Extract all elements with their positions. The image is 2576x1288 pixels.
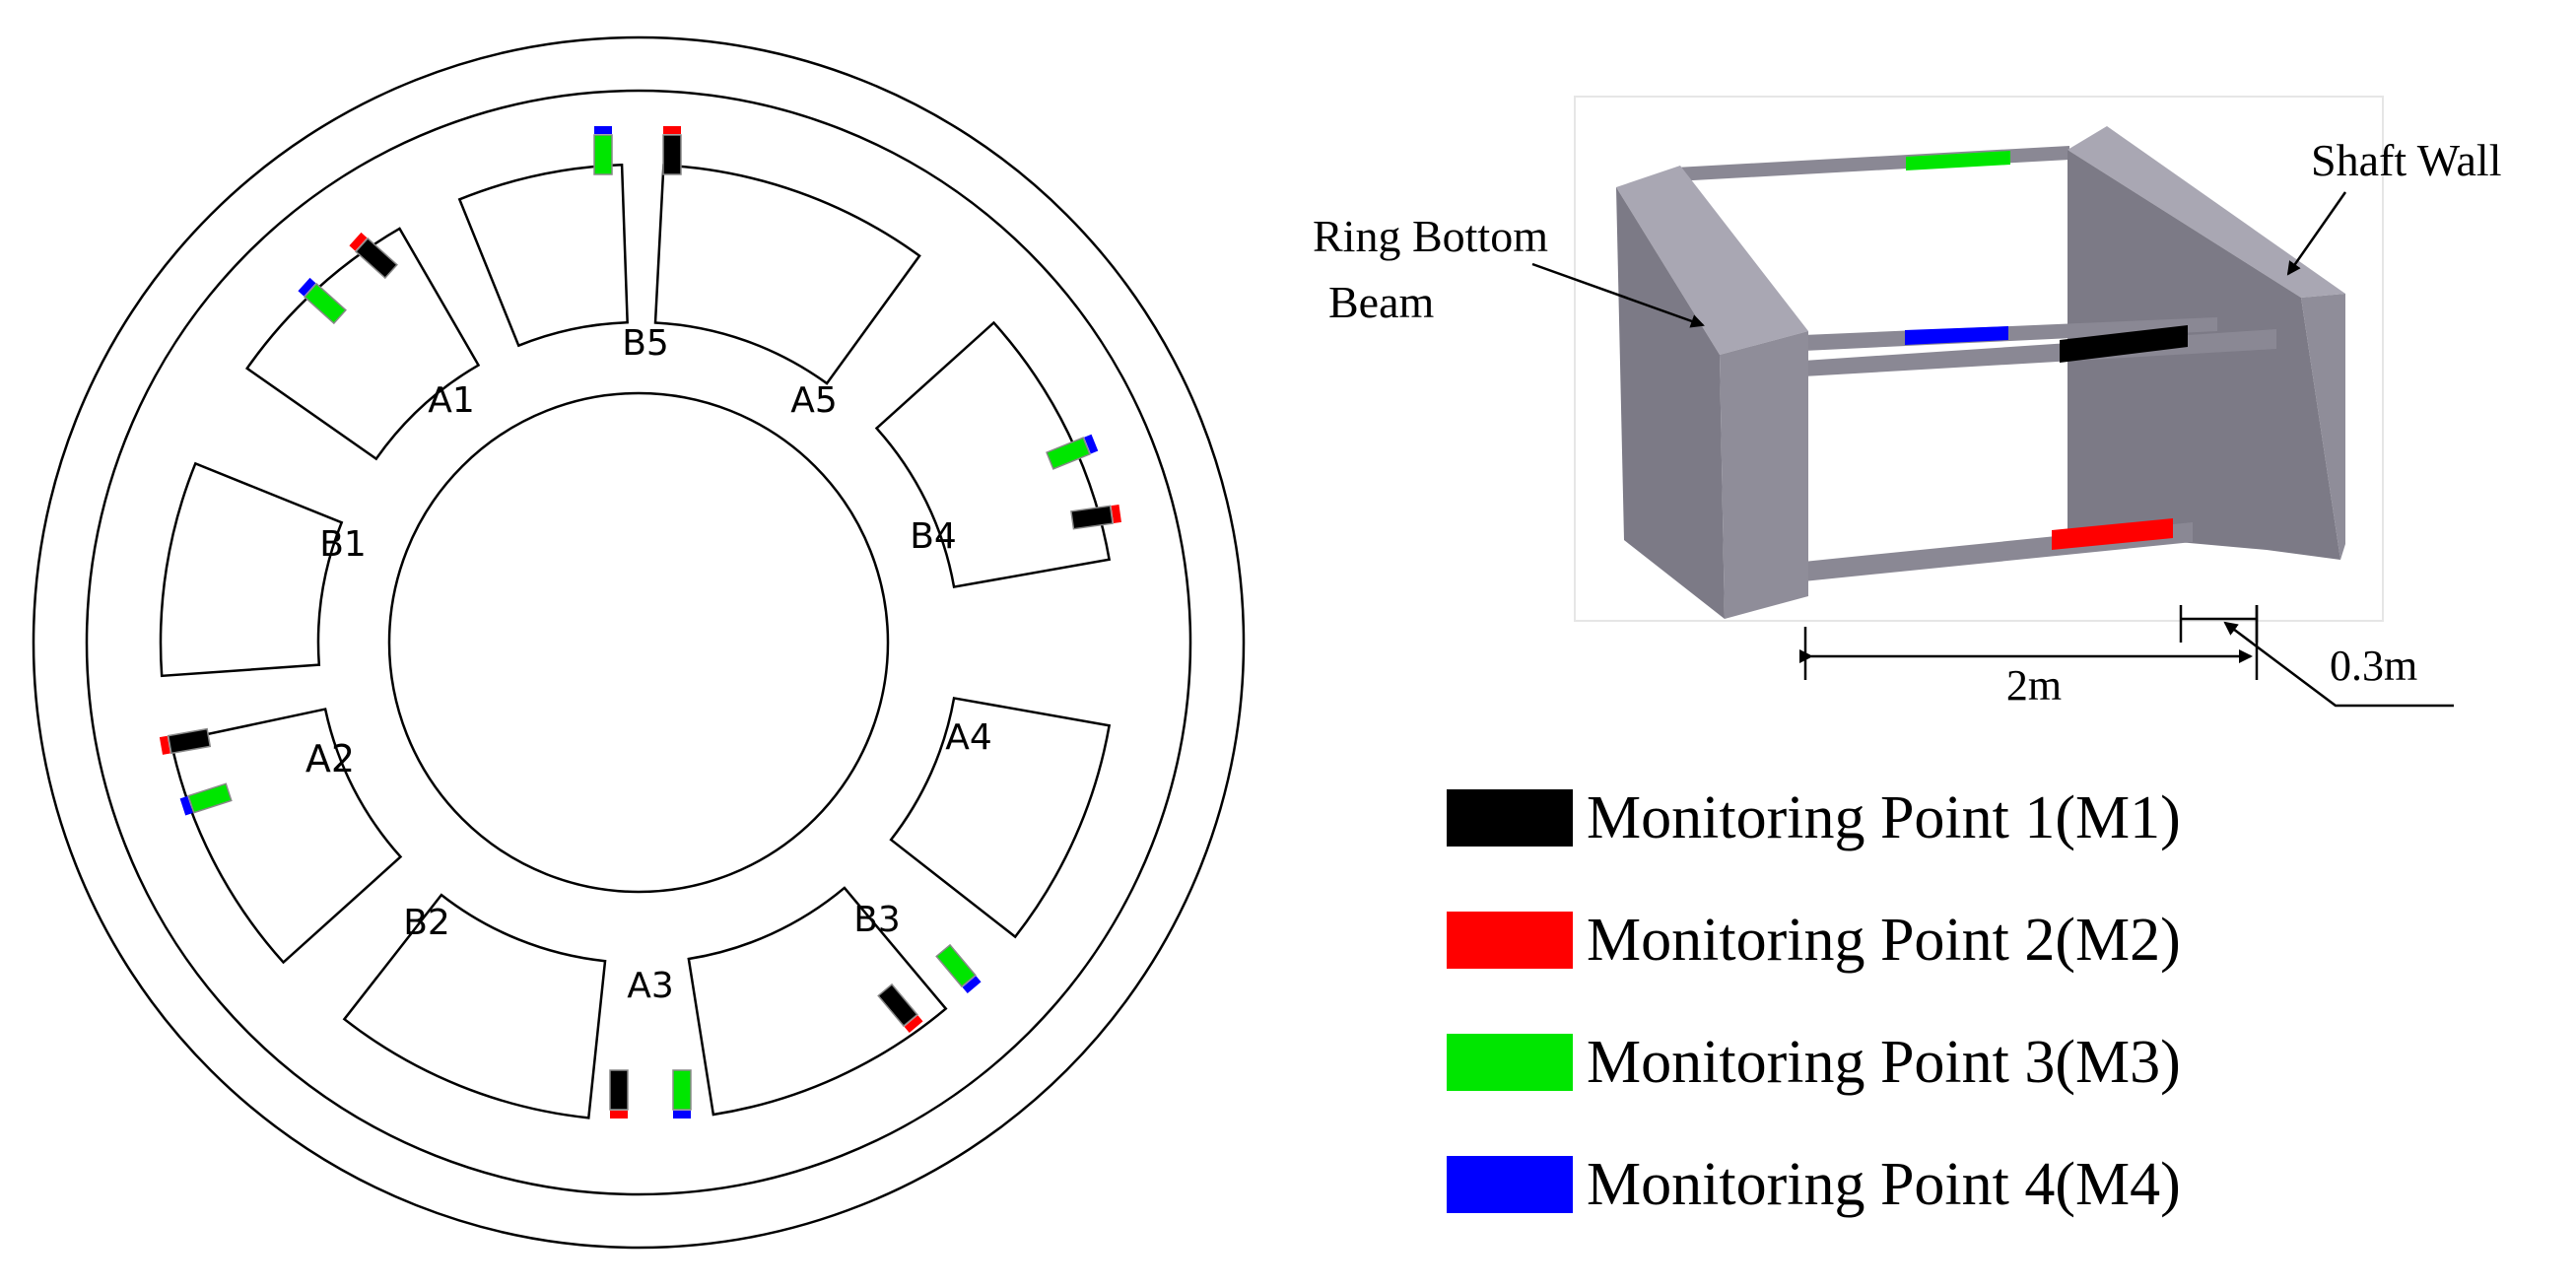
dim-2m-label: 2m [2006,661,2062,710]
monitoring-marker [159,727,212,755]
m1-segment [2060,325,2188,363]
shaft-wall-top [2068,126,2345,298]
monitoring-marker [935,943,982,994]
m4-segment [1905,326,2008,345]
legend-item-m4: Monitoring Point 4(M4) [1447,1145,2181,1224]
label-a5: A5 [790,380,838,421]
ring-bottom-beam-top [1616,166,1808,355]
label-a3: A3 [627,966,674,1006]
legend-swatch-m3 [1447,1034,1573,1091]
ring-bottom-beam-label: Ring Bottom [1313,211,1548,261]
m2-segment [2052,518,2173,550]
pit-block [342,893,607,1119]
legend-label-m4: Monitoring Point 4(M4) [1587,1150,2181,1218]
middle-ring-circle [85,89,1192,1196]
legend-label-m1: Monitoring Point 1(M1) [1587,783,2181,851]
ring-plan-view: A1 A2 A3 A4 A5 B1 B2 B3 B4 B5 [32,35,1246,1250]
ring-bottom-beam-front [1720,331,1808,619]
label-b1: B1 [319,524,367,565]
ring-bottom-beam-leader [1531,262,1705,328]
pit-block [687,886,948,1117]
outer-ring-circle [32,35,1246,1250]
pit-block [159,461,344,678]
pit-block [653,164,921,385]
label-a4: A4 [945,717,992,758]
label-a1: A1 [428,380,475,421]
render-frame [1574,96,2384,622]
label-b3: B3 [853,900,901,940]
label-b2: B2 [403,903,450,943]
label-b4: B4 [910,516,957,557]
monitoring-marker [1046,434,1099,470]
pit-block [244,227,481,461]
shaft-wall-side [2301,294,2345,560]
inner-circle [387,391,890,894]
monitoring-marker [298,277,347,325]
ring-bottom-beam-side [1616,187,1725,619]
dim-03m-label: 0.3m [2330,642,2417,690]
pit-block [889,696,1112,939]
pit-blocks [159,164,1112,1119]
dim-03m-leader [2223,621,2454,708]
shaft-wall-label: Shaft Wall [2311,135,2501,185]
label-b5: B5 [622,323,669,364]
monitoring-marker [662,126,682,175]
legend-item-m2: Monitoring Point 2(M2) [1447,901,2181,980]
monitoring-marker [672,1069,692,1119]
monitoring-marker [593,126,613,175]
monitoring-marker [609,1069,629,1119]
monitoring-marker [179,782,233,816]
pit-block [874,320,1112,589]
legend-swatch-m2 [1447,912,1573,969]
monitoring-marker [349,232,398,280]
label-a2: A2 [305,737,355,780]
monitoring-marker [877,983,923,1034]
shaft-wall-leader [2286,191,2347,276]
legend-item-m3: Monitoring Point 3(M3) [1447,1023,2181,1102]
legend-label-m3: Monitoring Point 3(M3) [1587,1028,2181,1096]
legend-label-m2: Monitoring Point 2(M2) [1587,906,2181,974]
legend-swatch-m1 [1447,789,1573,847]
legend-swatch-m4 [1447,1156,1573,1213]
ring-bottom-beam-label-2: Beam [1328,277,1435,327]
legend-item-m1: Monitoring Point 1(M1) [1447,779,2181,857]
monitoring-marker [1070,505,1121,530]
pit-block [457,164,629,348]
m3-segment [1906,151,2010,170]
shaft-wall-front [2068,150,2340,560]
monitoring-markers [159,126,1121,1119]
